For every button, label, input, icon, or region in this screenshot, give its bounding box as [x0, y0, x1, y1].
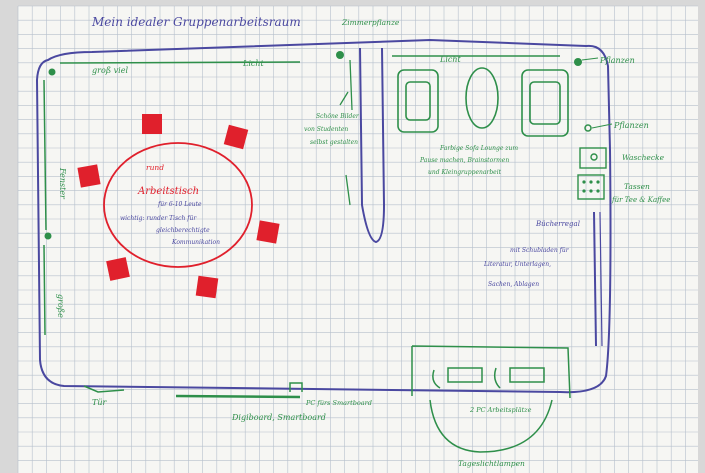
daylight-lamp-bracket [429, 399, 553, 453]
digiboard [175, 394, 301, 399]
pc-chair-left [432, 369, 441, 389]
wash-corner [577, 147, 607, 200]
label-sofa-3: und Kleingruppenarbeit [428, 169, 502, 176]
divider-wall [359, 47, 386, 244]
door-swing [83, 385, 125, 393]
pc-monitor-right [509, 367, 545, 383]
label-rund-2: Arbeitstisch [137, 186, 199, 197]
chairs [77, 114, 280, 299]
label-grosse: große [56, 294, 65, 318]
chair [256, 220, 280, 244]
room-outline [35, 38, 612, 394]
label-rund-1: rund [146, 163, 164, 172]
label-regal-1: Bücherregal [535, 220, 580, 228]
cups-icon [582, 180, 600, 193]
cup-dot [589, 189, 593, 193]
pc-workstations [411, 345, 571, 453]
label-bilder-3: selbst gestalten [310, 139, 358, 146]
lounge-table [465, 67, 499, 129]
label-rund-3: für 6-10 Leute [157, 201, 202, 208]
sofa-left [397, 69, 439, 133]
label-rund-6: Kommunikation [171, 239, 220, 246]
label-pc-arbeitsplatz: 2 PC Arbeitsplätze [469, 406, 532, 414]
cup-dot [596, 189, 600, 193]
label-digiboard: Digiboard, Smartboard [231, 413, 326, 422]
pointer-pflanzen-top [581, 57, 599, 61]
sofa-right-seat [529, 81, 561, 125]
label-licht-right: Licht [439, 55, 462, 64]
pointer-pflanzen-mid [591, 123, 613, 129]
label-regal-4: Sachen, Ablagen [488, 281, 539, 288]
label-pc-smartboard: PC fürs Smartboard [305, 399, 372, 407]
fenster-line-bottom [43, 244, 46, 336]
label-licht-left: Licht [242, 59, 265, 68]
chair [195, 275, 219, 299]
window-marker-left [48, 68, 56, 76]
pc-monitor-left [447, 367, 483, 383]
chair [223, 124, 249, 150]
chair [142, 114, 162, 134]
label-pflanzen-top: Pflanzen [599, 56, 635, 65]
label-tuer: Tür [92, 398, 107, 407]
label-bilder-2: von Studenten [304, 126, 348, 133]
sofa-lounge [397, 67, 569, 137]
pc-chair-right [493, 367, 501, 389]
label-tassen-1: Tassen [624, 182, 650, 191]
sink-bowl [590, 153, 598, 161]
window-line-top [59, 61, 301, 64]
label-rund-4: wichtig: runder Tisch für [120, 215, 197, 222]
label-tageslicht: Tageslichtlampen [458, 459, 525, 468]
fenster-line-left [43, 79, 47, 231]
label-sofa-1: Farbige Sofa Lounge zum [439, 145, 518, 152]
grid-lines [17, 5, 698, 473]
label-bilder-1: Schöne Bilder [316, 113, 360, 120]
plant-icon-corner [574, 58, 582, 66]
plant-icon-right [584, 124, 592, 132]
label-sofa-2: Pause machen, Brainstormen [419, 157, 509, 164]
bookshelf [593, 211, 597, 347]
label-tassen-2: für Tee & Kaffee [611, 196, 670, 204]
pc-desk-outline [411, 345, 571, 399]
label-gross-viel: groß viel [92, 66, 128, 75]
round-work-table [103, 142, 253, 268]
cup-dot [582, 189, 586, 193]
label-regal-3: Literatur, Unterlagen, [483, 261, 551, 268]
window-marker-bottom [44, 232, 52, 240]
label-pflanzen-mid: Pflanzen [613, 121, 649, 130]
pc-smartboard-box [289, 382, 303, 392]
wall-plant [339, 59, 353, 206]
label-regal-2: mit Schubladen für [510, 247, 570, 254]
cup-dot [596, 180, 600, 184]
chair [77, 164, 101, 188]
label-zimmerpflanze: Zimmerpflanze [341, 18, 400, 27]
label-fenster: Fenster [58, 167, 67, 200]
cup-dot [589, 180, 593, 184]
plant-icon-top [336, 51, 344, 59]
sofa-right [521, 69, 569, 137]
label-rund-5: gleichberechtigte [156, 227, 210, 234]
chair [106, 257, 130, 281]
sink-counter [579, 147, 607, 169]
sketch-title: Mein idealer Gruppenarbeitsraum [91, 15, 301, 29]
cup-tray [577, 174, 605, 200]
label-waschecke: Waschecke [622, 153, 665, 162]
sofa-left-seat [405, 81, 431, 121]
cup-dot [582, 180, 586, 184]
bookshelf-inner [599, 211, 603, 347]
